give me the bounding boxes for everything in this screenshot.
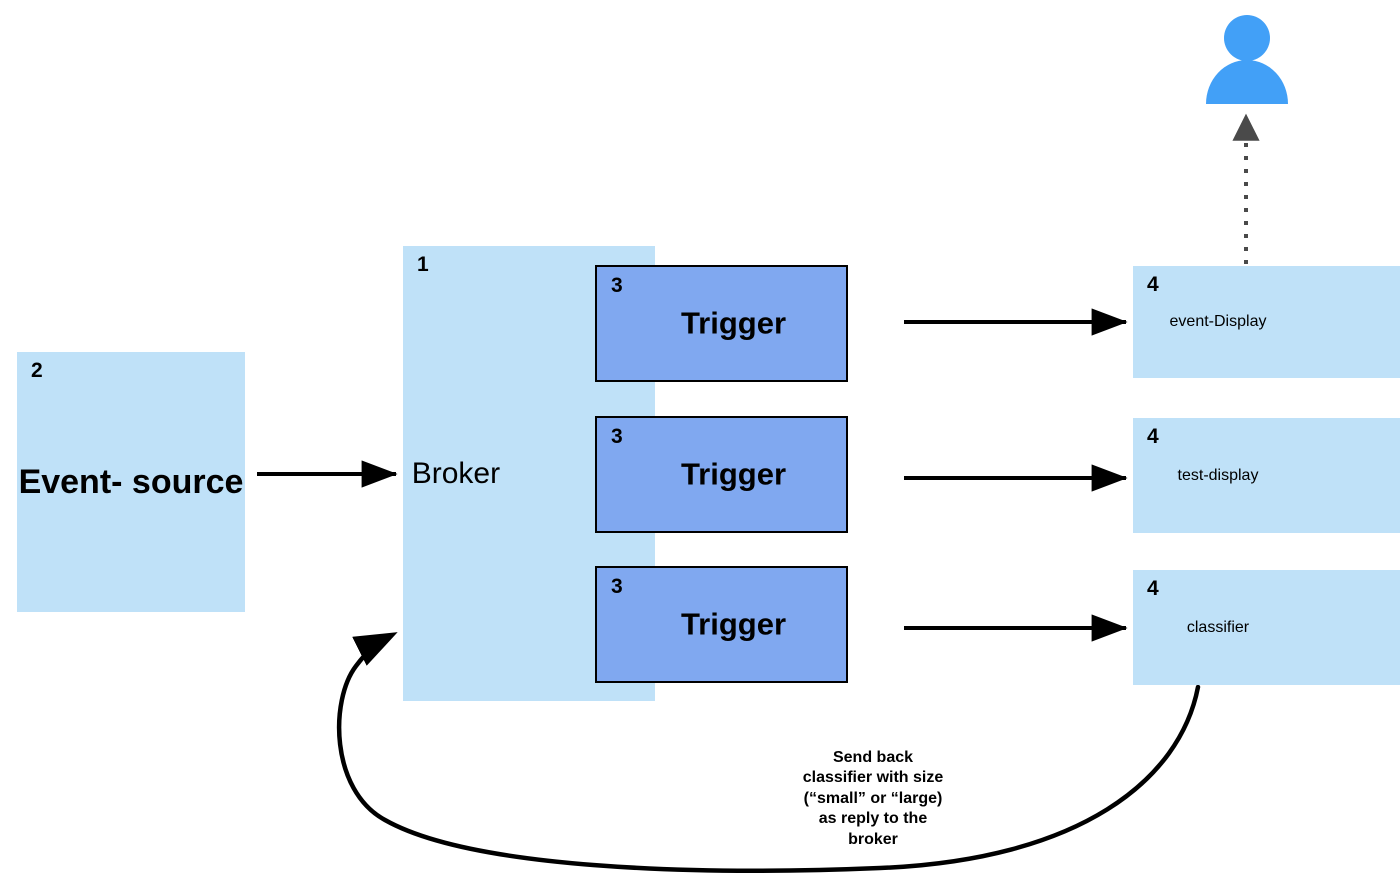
node-classifier-index: 4 [1147,577,1159,600]
node-event-source-index: 2 [31,359,43,382]
node-event-display-index: 4 [1147,273,1159,296]
node-broker-label: Broker [411,456,501,490]
reply-caption: Send back classifier with size (“small” … [802,749,944,848]
node-trigger-1-label: Trigger [680,305,787,341]
node-test-display[interactable]: 4 test-display [1133,418,1400,533]
node-event-display[interactable]: 4 event-Display [1133,266,1400,378]
node-classifier[interactable]: 4 classifier [1133,570,1400,685]
node-event-source[interactable]: 2 Event- source [17,352,245,612]
node-trigger-2[interactable]: 3 Trigger [595,416,848,533]
node-trigger-3[interactable]: 3 Trigger [595,566,848,683]
node-event-source-label: Event- source [18,462,244,501]
node-trigger-1-index: 3 [611,274,623,297]
node-trigger-1[interactable]: 3 Trigger [595,265,848,382]
node-test-display-label: test-display [1177,466,1259,484]
node-trigger-3-label: Trigger [680,606,787,642]
user-person-icon [1206,15,1288,104]
node-event-display-label: event-Display [1169,313,1267,331]
node-test-display-index: 4 [1147,425,1159,448]
node-classifier-label: classifier [1186,618,1250,636]
node-trigger-2-label: Trigger [680,456,787,492]
node-broker-index: 1 [417,253,429,276]
node-trigger-2-index: 3 [611,425,623,448]
node-trigger-3-index: 3 [611,575,623,598]
